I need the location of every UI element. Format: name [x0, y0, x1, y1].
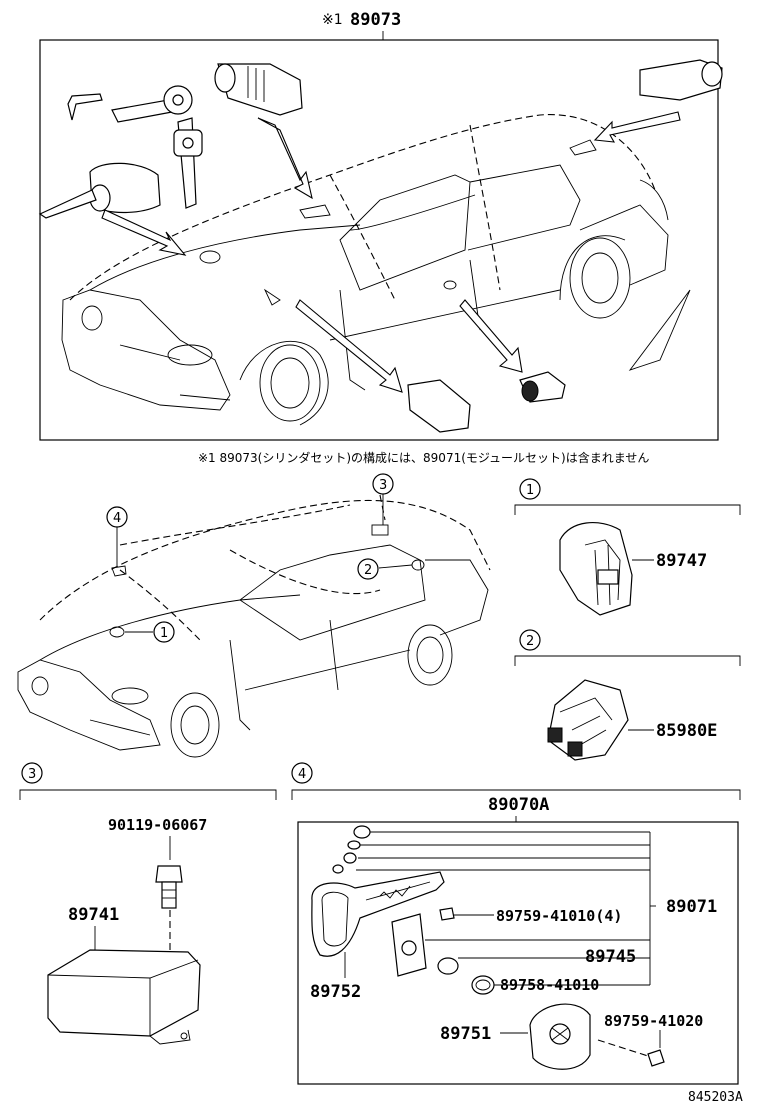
group-3-callout: 3 — [28, 767, 36, 782]
top-parts — [38, 59, 723, 433]
part-90119-06067: 90119-06067 — [108, 816, 207, 834]
svg-text:2: 2 — [364, 563, 372, 578]
callout-1-car: 1 — [153, 621, 175, 643]
part-89741-shape — [47, 949, 201, 1037]
svg-text:3: 3 — [379, 478, 387, 493]
part-85980E: 85980E — [656, 721, 717, 741]
part-89745: 89745 — [585, 947, 636, 967]
title-part-number: 89073 — [350, 10, 401, 30]
part-89751: 89751 — [440, 1024, 491, 1044]
key-blank-part — [67, 93, 103, 121]
group-4-callout: 4 — [298, 767, 306, 782]
part-85980E-shape — [547, 679, 629, 761]
diagram-code: 845203A — [688, 1090, 743, 1105]
part-89741: 89741 — [68, 905, 119, 925]
group-1: 1 89747 — [514, 478, 741, 616]
middle-car-illustration — [17, 494, 491, 758]
part-89759-41020: 89759-41020 — [604, 1012, 703, 1030]
part-89752-shape — [311, 871, 445, 957]
trunk-cylinder-part — [639, 59, 723, 101]
part-89070A: 89070A — [488, 795, 549, 815]
group-4-frame — [297, 821, 739, 1085]
footnote: ※1 89073(シリンダセット)の構成には、89071(モジュールセット)は含… — [198, 450, 649, 465]
part-89758-41010: 89758-41010 — [500, 976, 599, 994]
top-frame — [39, 39, 719, 441]
key-blade-part — [111, 99, 173, 123]
top-title: ※1 89073 — [322, 10, 401, 40]
part-89071: 89071 — [666, 897, 717, 917]
svg-text:1: 1 — [160, 626, 168, 641]
group-1-callout: 1 — [526, 483, 534, 498]
door-cylinder-part — [217, 63, 303, 116]
group-4: 4 89070A 89752 89759-41010(4) 89071 — [291, 762, 741, 1085]
group-2: 2 85980E — [514, 629, 741, 761]
door-latch-part — [407, 379, 471, 433]
top-car-illustration — [61, 114, 691, 426]
group-3: 3 90119-06067 89741 — [19, 762, 277, 1045]
svg-text:4: 4 — [113, 511, 121, 526]
part-89759-41010: 89759-41010(4) — [496, 907, 622, 925]
callout-4-car: 4 — [106, 506, 128, 528]
callout-3-car: 3 — [372, 473, 394, 495]
part-89752: 89752 — [310, 982, 361, 1002]
title-mark: ※1 — [322, 12, 343, 28]
part-89747: 89747 — [656, 551, 707, 571]
bolt-shape — [155, 865, 183, 883]
group-2-callout: 2 — [526, 634, 534, 649]
callout-2-car: 2 — [357, 558, 379, 580]
